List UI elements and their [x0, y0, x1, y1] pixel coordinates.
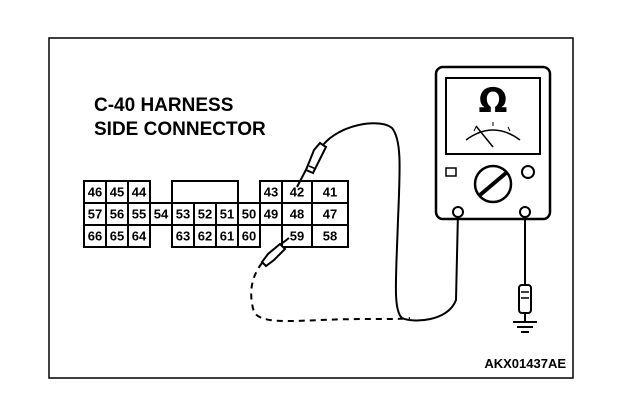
pin-label: 55	[132, 207, 146, 222]
pin-label: 47	[323, 207, 337, 222]
meter-scale	[465, 129, 521, 141]
connector-c40: 46 45 44 57 56 55 66 65 64 54 53 52 51	[83, 180, 349, 248]
connector-middle-block: 54 53 52 51 50 63 62 61 60	[149, 180, 261, 248]
pin-label: 50	[242, 207, 256, 222]
pin-label: 52	[198, 207, 212, 222]
probe-negative	[250, 237, 411, 323]
zero-adjust-knob	[521, 165, 535, 179]
test-lead-positive	[322, 122, 459, 322]
pin-cell-64	[127, 224, 151, 248]
pin-label: 57	[88, 207, 102, 222]
pin-label: 59	[290, 229, 304, 244]
pin-label: 58	[323, 229, 337, 244]
figure-frame	[48, 37, 574, 379]
ground-lead	[513, 217, 537, 333]
pin-cell-58	[311, 224, 349, 248]
connector-left-block: 46 45 44 57 56 55 66 65 64	[83, 180, 151, 248]
pin-label: 42	[290, 185, 304, 200]
pin-cell-60	[237, 224, 261, 248]
pin-label: 53	[176, 207, 190, 222]
pin-label: 61	[220, 229, 234, 244]
meter-display	[445, 77, 541, 155]
probe-positive	[296, 122, 459, 322]
pin-label: 54	[154, 207, 169, 222]
pin-label: 46	[88, 185, 102, 200]
pin-label: 41	[323, 185, 337, 200]
ground-clip	[518, 284, 532, 314]
figure-code: AKX01437AE	[484, 356, 566, 371]
pin-label: 62	[198, 229, 212, 244]
ohm-symbol-icon: Ω	[479, 81, 508, 121]
pin-label: 44	[132, 185, 147, 200]
meter-needle	[475, 125, 494, 148]
title-line-1: C-40 HARNESS	[94, 95, 233, 116]
ohmmeter: Ω	[434, 65, 552, 221]
test-lead-negative	[250, 262, 411, 323]
pin-label: 43	[264, 185, 278, 200]
pin-label: 60	[242, 229, 256, 244]
pin-label: 51	[220, 207, 234, 222]
probe-body	[304, 141, 328, 175]
pin-label: 56	[110, 207, 124, 222]
pin-label: 45	[110, 185, 124, 200]
pin-label: 63	[176, 229, 190, 244]
pin-label: 48	[290, 207, 304, 222]
pin-label: 66	[88, 229, 102, 244]
blank-cell	[171, 180, 239, 204]
connector-right-block: 43 42 41 49 48 47 59 58	[259, 180, 349, 248]
title-line-2: SIDE CONNECTOR	[94, 119, 266, 140]
pin-label: 65	[110, 229, 124, 244]
meter-terminal-negative	[519, 206, 531, 218]
meter-terminal-positive	[452, 206, 464, 218]
probe-body	[260, 242, 287, 268]
pin-label: 49	[264, 207, 278, 222]
pin-label: 64	[132, 229, 147, 244]
